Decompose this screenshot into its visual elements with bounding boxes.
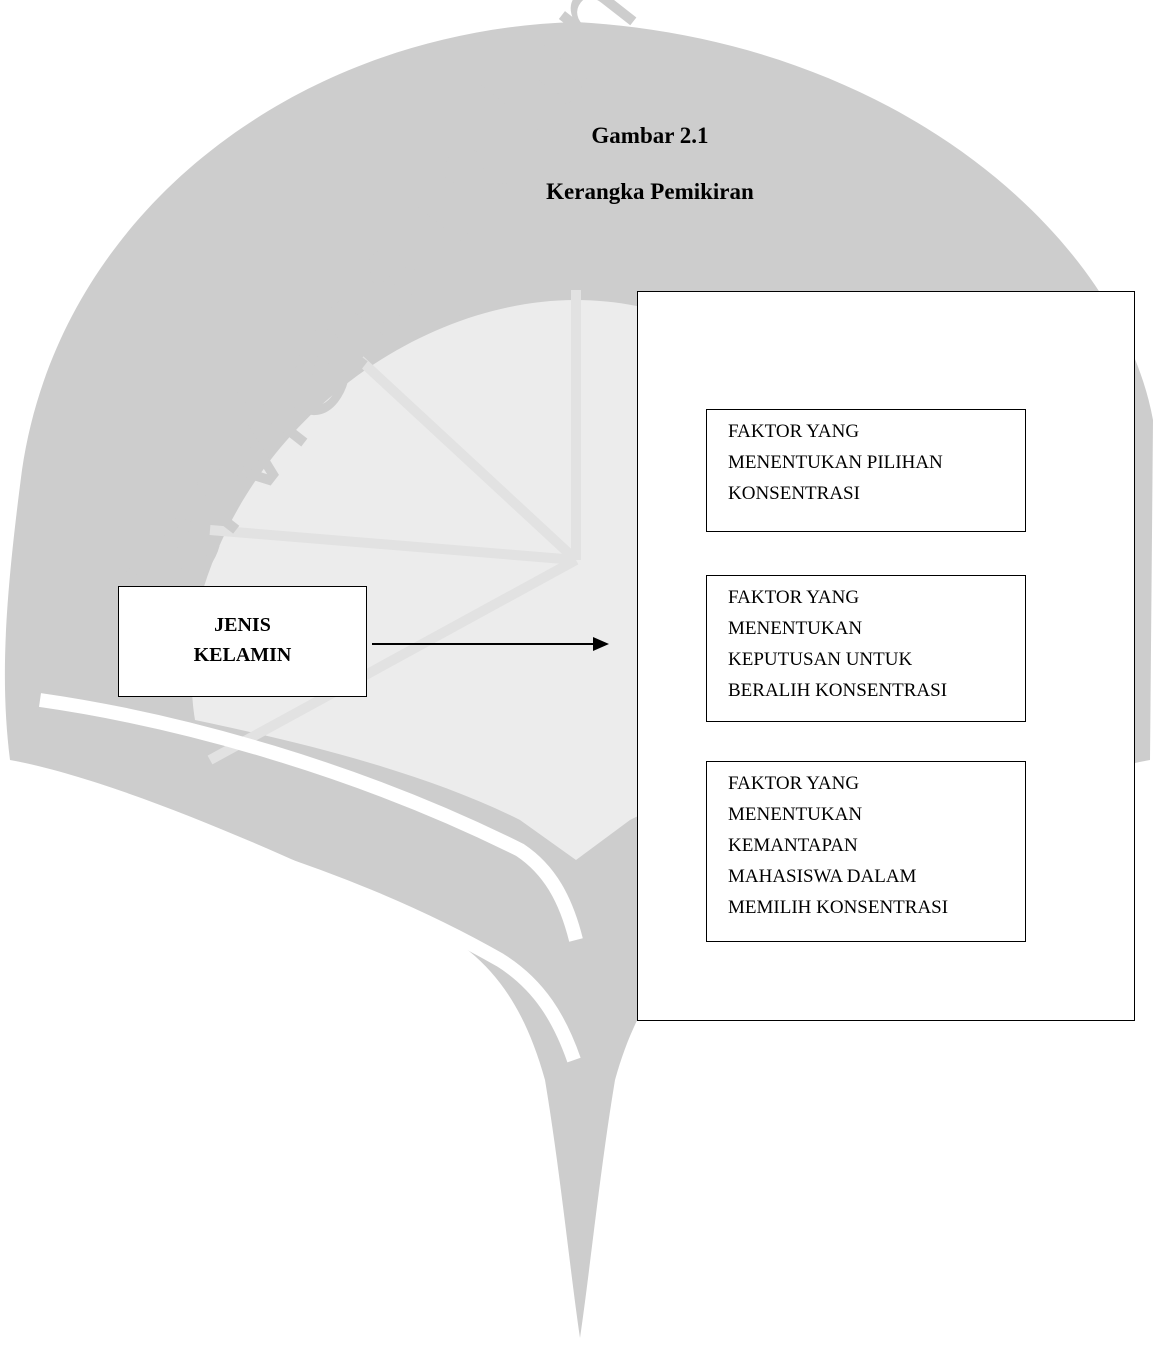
arrow-connector — [372, 637, 609, 651]
factor-box-choice: FAKTOR YANG MENENTUKAN PILIHAN KONSENTRA… — [706, 409, 1026, 532]
source-node: JENIS KELAMIN — [118, 586, 367, 697]
figure-title: Kerangka Pemikiran — [546, 179, 754, 204]
factor-box-stability: FAKTOR YANG MENENTUKAN KEMANTAPAN MAHASI… — [706, 761, 1026, 942]
figure-number: Gambar 2.1 — [591, 123, 709, 148]
source-node-label: JENIS KELAMIN — [193, 613, 292, 666]
factor-box-switch: FAKTOR YANG MENENTUKAN KEPUTUSAN UNTUK B… — [706, 575, 1026, 722]
